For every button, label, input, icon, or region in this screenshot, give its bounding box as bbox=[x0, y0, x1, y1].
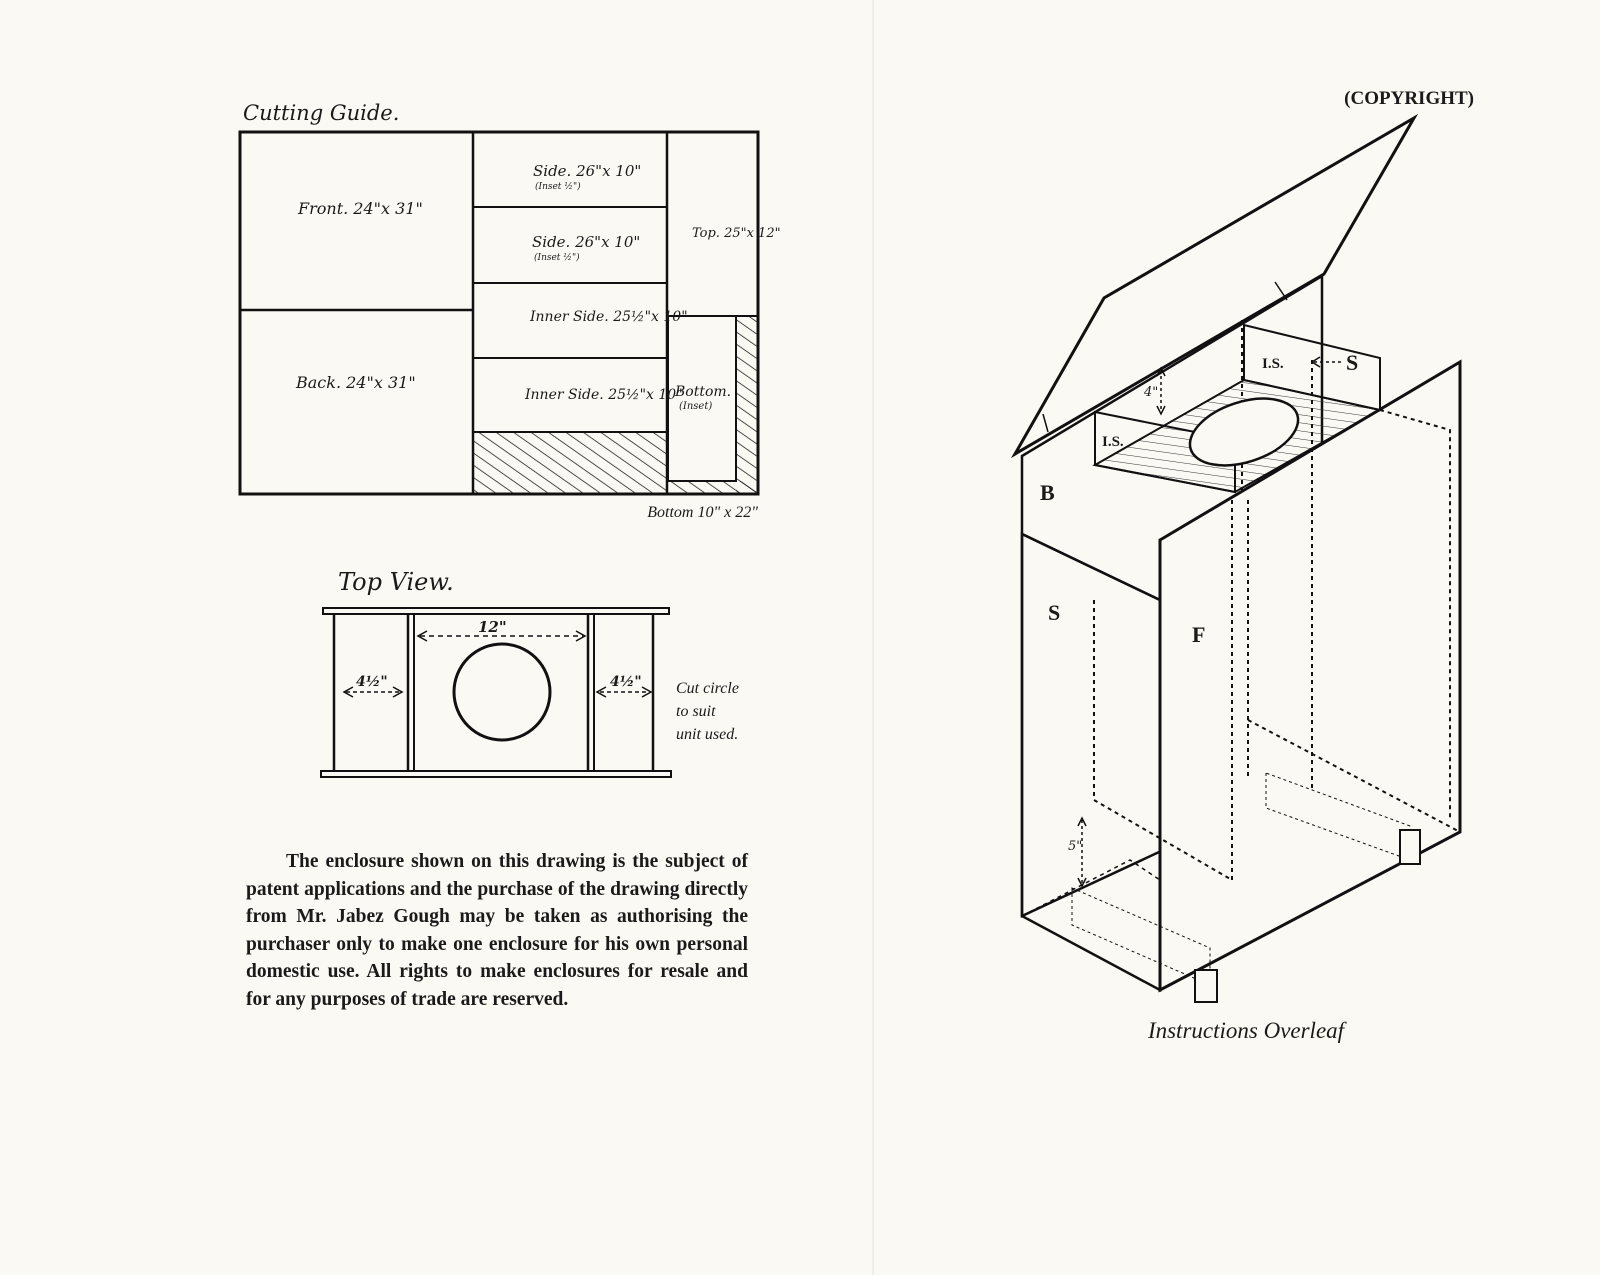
piece-front: Front. 24"x 31" bbox=[297, 199, 423, 218]
top-view-title: Top View. bbox=[338, 568, 454, 596]
dim-right-label: 4½" bbox=[610, 674, 642, 690]
lid bbox=[1010, 113, 1419, 459]
top-view-note-3: unit used. bbox=[676, 726, 738, 743]
speaker-cutout bbox=[1188, 397, 1300, 467]
page-gutter bbox=[872, 0, 874, 1275]
drawing-caption: Instructions Overleaf bbox=[1147, 1018, 1348, 1043]
piece-inner-side-2: Inner Side. 25½"x 10" bbox=[524, 387, 683, 403]
dim-5-label: 5" bbox=[1068, 839, 1082, 854]
piece-bottom: Bottom. bbox=[674, 384, 731, 400]
top-view-note-1: Cut circle bbox=[676, 680, 739, 697]
dim-4-label: 4" bbox=[1143, 385, 1158, 400]
label-inner-side-left: I.S. bbox=[1102, 434, 1124, 450]
label-inner-side-right: I.S. bbox=[1262, 356, 1284, 372]
piece-side-2-note: (Inset ½") bbox=[534, 252, 580, 263]
waste-area-right bbox=[736, 317, 757, 493]
enclosure-drawing: (COPYRIGHT) 4" 5" B S F S I bbox=[1010, 88, 1474, 1043]
copyright: (COPYRIGHT) bbox=[1344, 88, 1474, 109]
label-back: B bbox=[1040, 480, 1055, 505]
cutting-guide-caption: Bottom 10" x 22" bbox=[647, 504, 758, 521]
piece-side-1-note: (Inset ½") bbox=[535, 181, 581, 192]
dim-12-label: 12" bbox=[478, 618, 507, 636]
label-front: F bbox=[1192, 622, 1205, 647]
piece-inner-side-1: Inner Side. 25½"x 10" bbox=[529, 309, 688, 325]
piece-top: Top. 25"x 12" bbox=[692, 226, 781, 241]
label-side-front: S bbox=[1048, 600, 1060, 625]
cutting-guide-title: Cutting Guide. bbox=[243, 101, 399, 125]
top-view-note-2: to suit bbox=[676, 703, 716, 720]
cutout-circle bbox=[452, 642, 552, 742]
piece-side-2: Side. 26"x 10" bbox=[532, 233, 640, 251]
top-view: Top View. 12" 4½" 4½" Cut circle to suit… bbox=[320, 568, 739, 778]
dim-left-label: 4½" bbox=[356, 674, 388, 690]
cutting-guide: Cutting Guide. Front. 24"x 31" Back. 24"… bbox=[238, 101, 781, 521]
piece-back: Back. 24"x 31" bbox=[295, 373, 416, 392]
inner-side-left bbox=[1094, 410, 1236, 494]
waste-area bbox=[474, 433, 666, 493]
label-side-back: S bbox=[1346, 350, 1358, 375]
patent-notice: The enclosure shown on this drawing is t… bbox=[246, 851, 748, 1010]
piece-side-1: Side. 26"x 10" bbox=[533, 162, 641, 180]
piece-bottom-note: (Inset) bbox=[679, 401, 712, 412]
